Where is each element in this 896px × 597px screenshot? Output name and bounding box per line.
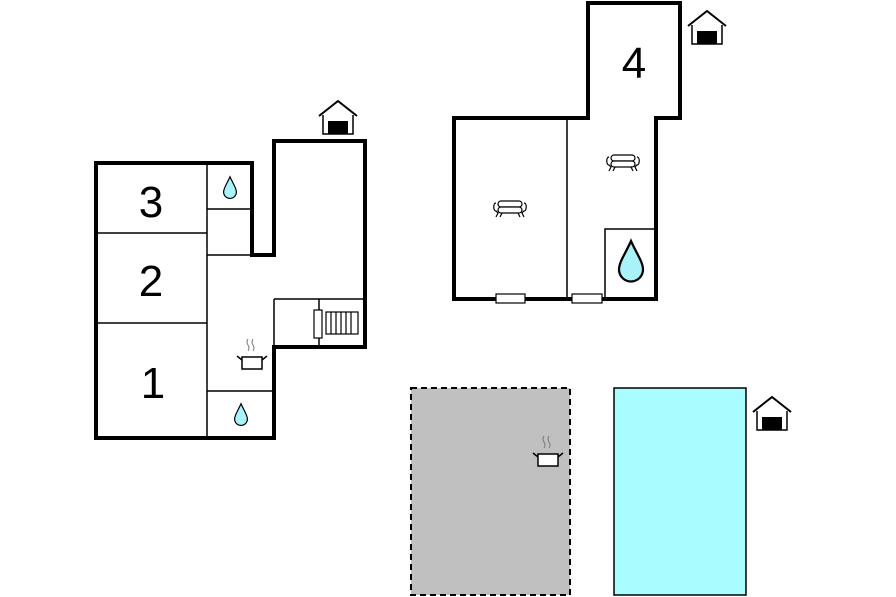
left-building: 3 2 1: [94, 100, 367, 440]
window-icon: [571, 293, 603, 304]
room-number-2: 2: [139, 257, 163, 306]
water-drop-icon: [223, 176, 237, 199]
room-number-4: 4: [622, 39, 646, 88]
right-building: 4: [452, 1, 727, 304]
left-building-outer-wall: [94, 139, 367, 440]
left-building-interior-walls: [96, 163, 365, 438]
house-icon: [752, 396, 792, 431]
swimming-pool: [613, 387, 792, 596]
house-icon: [687, 10, 727, 45]
water-drop-icon: [234, 403, 248, 426]
right-building-interior-walls: [566, 118, 656, 299]
covered-terrace: [410, 387, 571, 596]
room-number-3: 3: [139, 178, 163, 227]
room-number-1: 1: [141, 359, 165, 408]
cooking-pot-icon: [236, 338, 268, 370]
sofa-icon: [493, 200, 527, 218]
sofa-icon: [606, 154, 640, 172]
stairs-icon: [313, 309, 359, 339]
house-icon: [318, 100, 358, 135]
water-drop-icon: [617, 239, 645, 283]
window-icon: [495, 293, 526, 304]
